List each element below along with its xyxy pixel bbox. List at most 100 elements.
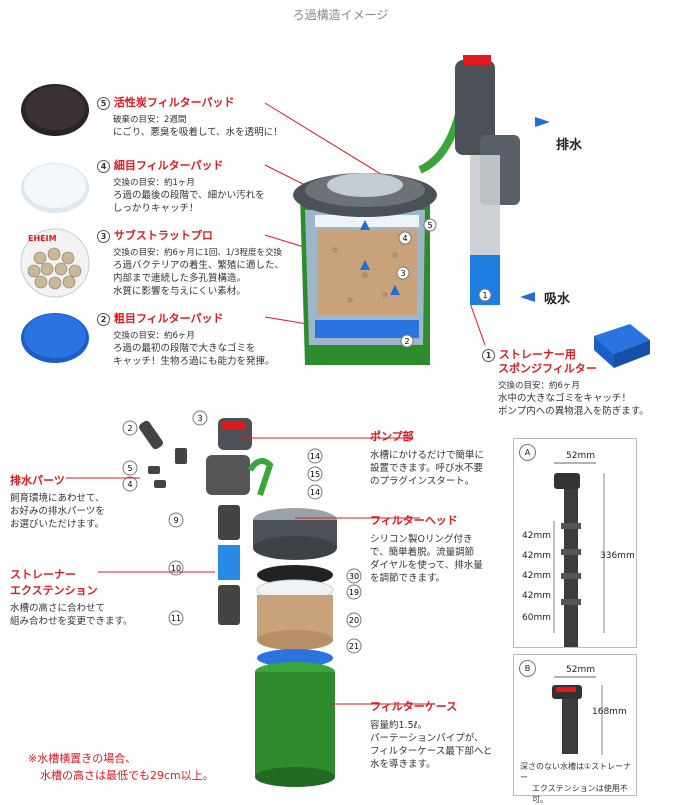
panel-b-note-2: エクステンションは使用不可。 — [532, 784, 628, 804]
strainer-sponge-block: 1 ストレーナー用 スポンジフィルター 交換の目安：約6ヶ月 水中の大きなゴミを… — [482, 348, 672, 418]
panel-a-total: 336mm — [600, 551, 635, 561]
note-line-2: 水槽の高さは最低でも29cm以上。 — [40, 769, 214, 782]
inlet-label: 吸水 — [544, 292, 571, 307]
filter-head-desc-1: シリコン製Oリング付き — [370, 534, 473, 545]
pad-3-label: サブストラットプロ — [113, 229, 213, 242]
fine-filter-pad-image — [18, 158, 92, 216]
outlet-parts-block: 排水パーツ 飼育環境にあわせて、 お好みの排水パーツを お選びいただけます。 — [10, 472, 150, 531]
panel-a-extension-drawing — [553, 462, 605, 647]
pad-5-desc: にごり、悪臭を吸着して、水を透明に！ — [113, 127, 283, 138]
pad-3-sub: 交換の目安：約6ヶ月に1回、1/3程度を交換 — [113, 248, 282, 258]
pump-block: ポンプ部 水槽にかけるだけで簡単に 設置できます。呼び水不要 のプラグインスター… — [370, 428, 510, 488]
badge-4: 4 — [97, 160, 110, 173]
panel-b-note: 深さのない水槽は①ストレーナー エクステンションは使用不可。 — [520, 761, 636, 805]
svg-text:1: 1 — [482, 291, 487, 300]
pump-desc-3: のプラグインスタート。 — [370, 476, 475, 487]
pad-5-label: 活性炭フィルターパッド — [113, 96, 235, 109]
panel-b-width: 52mm — [566, 665, 595, 675]
strainer-label-2: スポンジフィルター — [498, 362, 597, 375]
filter-head-label: フィルターヘッド — [370, 514, 458, 527]
panel-b-pump-drawing — [552, 676, 603, 755]
outlet-parts-label: 排水パーツ — [10, 474, 65, 487]
panel-b-letter: B — [519, 660, 536, 677]
panel-a-seg-2: 42mm — [522, 551, 551, 561]
panel-a-letter: A — [519, 444, 536, 461]
part-number-label: 20 — [349, 616, 359, 625]
filter-head-desc-2: で、簡単着脱。流量調節 — [370, 547, 475, 558]
coarse-filter-pad-image — [18, 308, 92, 366]
pad-5-block: 5 活性炭フィルターパッド 破棄の目安：2週間 にごり、悪臭を吸着して、水を透明… — [97, 94, 297, 139]
filter-case-label: フィルターケース — [370, 700, 458, 713]
filter-head-block: フィルターヘッド シリコン製Oリング付き で、簡単着脱。流量調節 ダイヤルを使っ… — [370, 512, 510, 585]
pad-3-desc-1: ろ過バクテリアの着生、繁殖に適した、 — [113, 260, 285, 271]
pad-4-sub: 交換の目安：約1ヶ月 — [113, 178, 195, 188]
pad-4-desc-2: しっかりキャッチ！ — [113, 203, 199, 214]
part-number-label: 10 — [171, 564, 181, 573]
badge-3: 3 — [97, 230, 110, 243]
svg-text:3: 3 — [400, 269, 405, 278]
pad-3-block: 3 サブストラットプロ 交換の目安：約6ヶ月に1回、1/3程度を交換 ろ過バクテ… — [97, 227, 307, 298]
filter-head-desc-4: を調節できます。 — [370, 573, 446, 584]
strainer-desc-2: ポンプ内への異物混入を防ぎます。 — [498, 406, 649, 417]
svg-text:2: 2 — [404, 337, 409, 346]
part-number-label: 3 — [197, 414, 202, 423]
part-number-label: 5 — [127, 464, 132, 473]
part-number-label: 30 — [349, 572, 359, 581]
part-number-label: 21 — [349, 642, 359, 651]
pad-2-desc-2: キャッチ！生物ろ過にも能力を発揮。 — [113, 356, 275, 367]
pad-4-label: 細目フィルターパッド — [113, 159, 224, 172]
activated-carbon-pad-image — [18, 80, 92, 138]
part-number-label: 11 — [171, 614, 181, 623]
outlet-parts-desc-3: お選びいただけます。 — [10, 519, 105, 530]
pad-4-desc-1: ろ過の最後の段階で、細かい汚れを — [113, 190, 265, 201]
panel-a: A 52mm 42mm 42mm 42mm 42mm 60mm 336mm — [513, 438, 637, 648]
pad-2-block: 2 粗目フィルターパッド 交換の目安：約6ヶ月 ろ過の最初の段階で大きなゴミを … — [97, 310, 307, 368]
part-number-label: 19 — [349, 588, 359, 597]
filter-case-desc-2: パーテーションパイプが、 — [370, 733, 484, 744]
pad-3-desc-2: 内部まで連続した多孔質構造。 — [113, 273, 247, 284]
filter-head-desc-3: ダイヤルを使って、排水量 — [370, 560, 483, 571]
badge-5: 5 — [97, 97, 110, 110]
pad-2-desc-1: ろ過の最初の段階で大きなゴミを — [113, 343, 256, 354]
filter-case-desc-4: 水を導きます。 — [370, 759, 436, 770]
part-number-label: 14 — [310, 452, 320, 461]
badge-2: 2 — [97, 313, 110, 326]
panel-a-seg-3: 42mm — [522, 571, 551, 581]
strainer-label-1: ストレーナー用 — [498, 348, 576, 361]
strainer-desc-1: 水中の大きなゴミをキャッチ！ — [498, 393, 632, 404]
page-title: ろ過構造イメージ — [292, 8, 389, 22]
strainer-ext-label-2: エクステンション — [10, 584, 98, 597]
strainer-ext-desc-2: 組み合わせを変更できます。 — [10, 616, 133, 627]
strainer-ext-label-1: ストレーナー — [10, 568, 76, 581]
filter-case-block: フィルターケース 容量約1.5ℓ。 パーテーションパイプが、 フィルターケース最… — [370, 698, 515, 771]
part-number-label: 15 — [310, 470, 320, 479]
substrat-pro-image: EHEIM — [18, 228, 92, 298]
filter-case-desc-1: 容量約1.5ℓ。 — [370, 720, 428, 731]
pump-desc-2: 設置できます。呼び水不要 — [370, 463, 484, 474]
pad-2-label: 粗目フィルターパッド — [113, 312, 224, 325]
bottom-leader-lines — [66, 437, 430, 705]
part-number-label: 4 — [127, 480, 132, 489]
strainer-sponge-image — [590, 322, 652, 370]
eheim-logo: EHEIM — [28, 234, 57, 243]
exploded-view-illustration: 2 3 5 4 9 10 11 14 15 14 30 19 20 21 — [122, 410, 362, 787]
svg-text:4: 4 — [402, 234, 407, 243]
filter-cutaway-illustration: 5 4 3 2 1 — [264, 55, 550, 365]
outlet-parts-desc-1: 飼育環境にあわせて、 — [10, 493, 105, 504]
svg-text:5: 5 — [427, 221, 432, 230]
pad-2-sub: 交換の目安：約6ヶ月 — [113, 331, 195, 341]
panel-a-seg-5: 60mm — [522, 613, 551, 623]
panel-a-seg-4: 42mm — [522, 591, 551, 601]
panel-a-width: 52mm — [566, 451, 595, 461]
outlet-parts-desc-2: お好みの排水パーツを — [10, 506, 105, 517]
pump-desc-1: 水槽にかけるだけで簡単に — [370, 450, 485, 461]
panel-b: B 52mm 168mm 深さのない水槽は①ストレーナー エクステンションは使用… — [513, 654, 637, 804]
pad-5-sub: 破棄の目安：2週間 — [113, 115, 187, 125]
part-number-label: 2 — [127, 424, 132, 433]
pad-4-block: 4 細目フィルターパッド 交換の目安：約1ヶ月 ろ過の最後の段階で、細かい汚れを… — [97, 157, 297, 215]
pump-label: ポンプ部 — [370, 430, 414, 443]
filter-case-desc-3: フィルターケース最下部へと — [370, 746, 493, 757]
pad-3-desc-3: 水質に影響を与えにくい素材。 — [113, 286, 246, 297]
panel-a-seg-1: 42mm — [522, 531, 551, 541]
strainer-sub: 交換の目安：約6ヶ月 — [498, 381, 580, 391]
